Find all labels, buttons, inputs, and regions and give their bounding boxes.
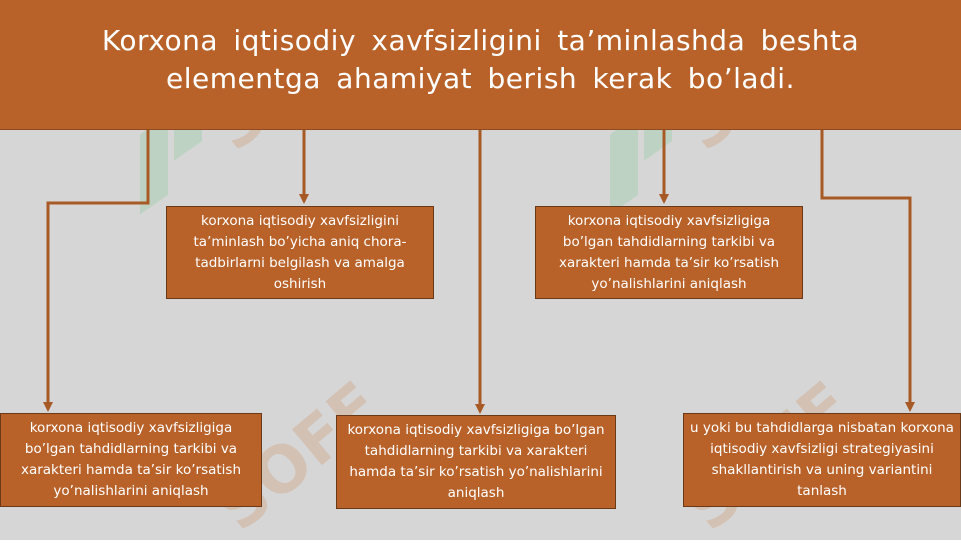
element-box-2-text: korxona iqtisodiy xavfsizligiga bo’lgan … [558, 212, 780, 292]
element-box-5: u yoki bu tahdidlarga nisbatan korxona i… [683, 413, 961, 507]
header-banner: Korxona iqtisodiy xavfsizligini ta’minla… [0, 0, 961, 130]
element-box-2: korxona iqtisodiy xavfsizligiga bo’lgan … [535, 206, 803, 299]
diagram-title: Korxona iqtisodiy xavfsizligini ta’minla… [101, 23, 860, 95]
element-box-3-text: korxona iqtisodiy xavfsizligiga bo’lgan … [20, 420, 242, 499]
element-box-5-text: u yoki bu tahdidlarga nisbatan korxona i… [690, 420, 954, 499]
element-box-4-text: korxona iqtisodiy xavfsizligiga bo’lgan … [347, 422, 605, 501]
element-box-1: korxona iqtisodiy xavfsizligini ta’minla… [166, 206, 434, 299]
element-box-1-text: korxona iqtisodiy xavfsizligini ta’minla… [193, 212, 407, 292]
element-box-4: korxona iqtisodiy xavfsizligiga bo’lgan … [336, 415, 616, 509]
element-box-3: korxona iqtisodiy xavfsizligiga bo’lgan … [0, 413, 262, 507]
